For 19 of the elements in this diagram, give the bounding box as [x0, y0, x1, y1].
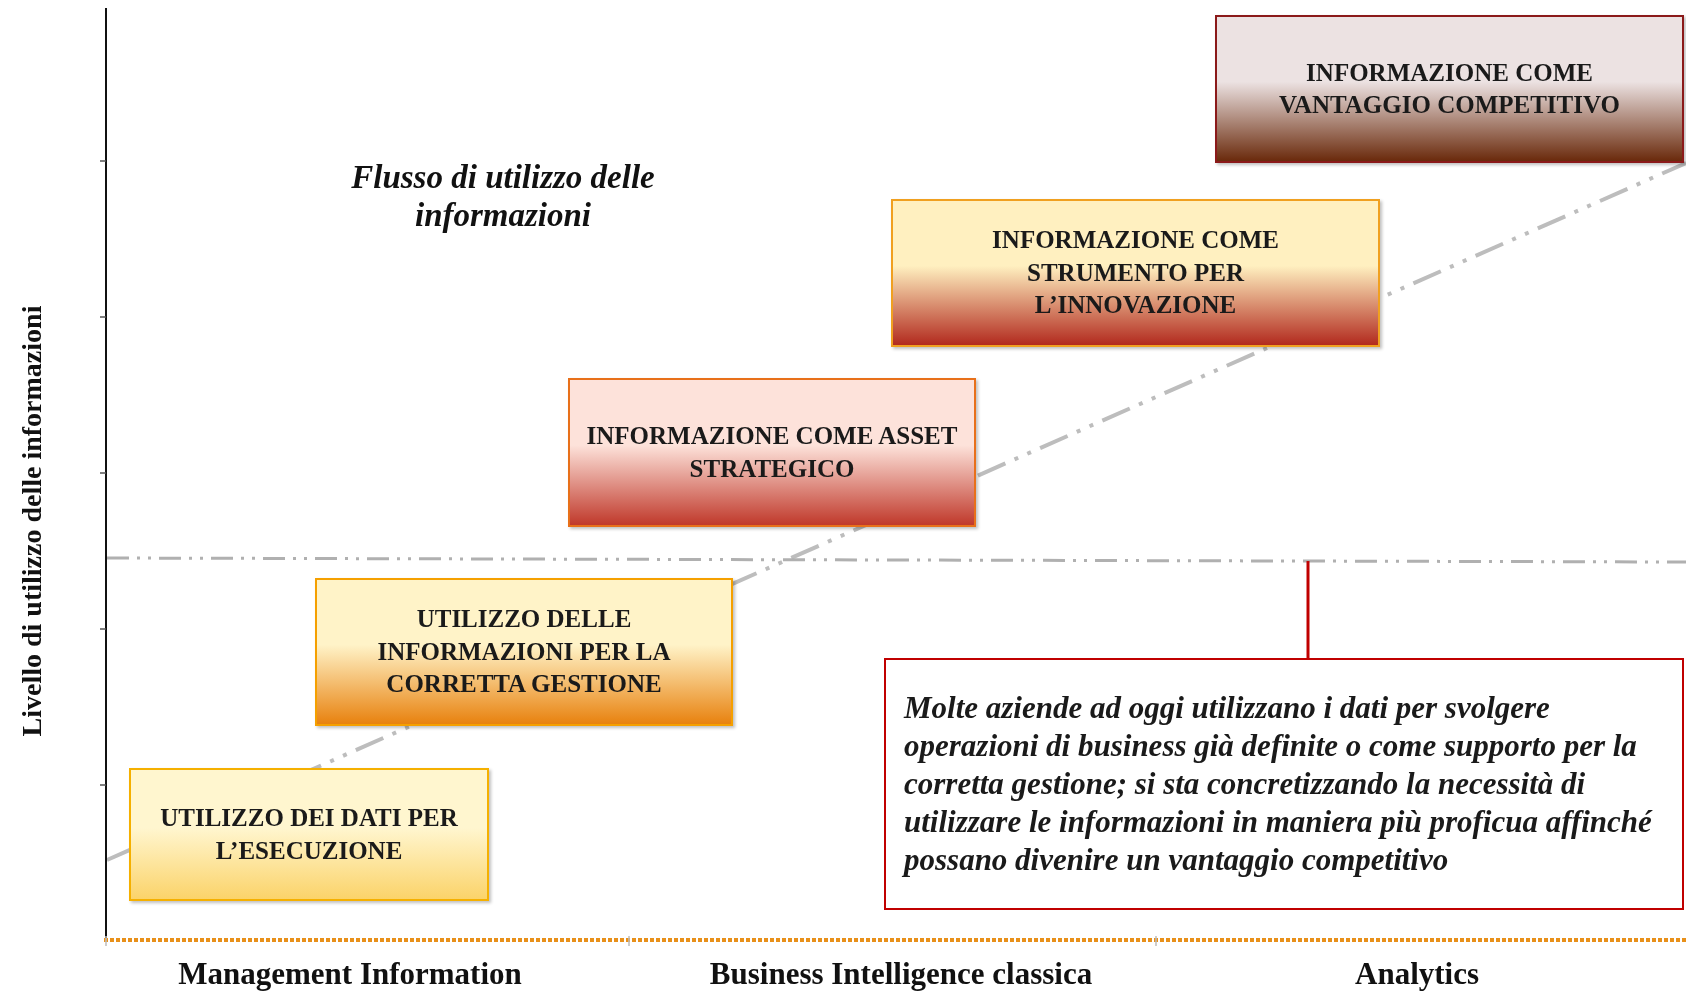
category-label: Business Intelligence classica — [709, 956, 1093, 992]
leader-line — [1306, 561, 1310, 658]
stage-label: INFORMAZIONE COME VANTAGGIO COMPETITIVO — [1278, 57, 1621, 120]
stage-box — [568, 378, 976, 527]
threshold-line — [107, 556, 1686, 564]
stage-box — [891, 199, 1380, 347]
category-label: Analytics — [1355, 956, 1479, 992]
callout-box — [884, 658, 1684, 910]
flow-caption: Flusso di utilizzo delle informazioni — [350, 159, 656, 235]
axis-title: Livello di utilizzo delle informazioni — [16, 305, 48, 737]
stage-label: UTILIZZO DELLE INFORMAZIONI PER LA CORRETTA GESTIONE — [376, 604, 672, 700]
stage-box — [315, 578, 733, 726]
stage-label: INFORMAZIONE COME ASSET STRATEGICO — [585, 421, 959, 484]
stage-box — [129, 768, 489, 901]
stage-label: INFORMAZIONE COME STRUMENTO PER L’INNOVAZIONE — [991, 225, 1280, 321]
category-label: Management Information — [178, 956, 522, 992]
stage-label: UTILIZZO DEI DATI PER L’ESECUZIONE — [159, 803, 459, 866]
stage-box — [1215, 15, 1684, 163]
callout-text: Molte aziende ad oggi utilizzano i dati per svolgere operazioni di business già definite o come supporto per la corretta gestione; si sta concretizzando la necessità di utilizzare le informazioni in maniera più proficua affinché possano divenire un vantaggio competitivo — [904, 689, 1654, 879]
